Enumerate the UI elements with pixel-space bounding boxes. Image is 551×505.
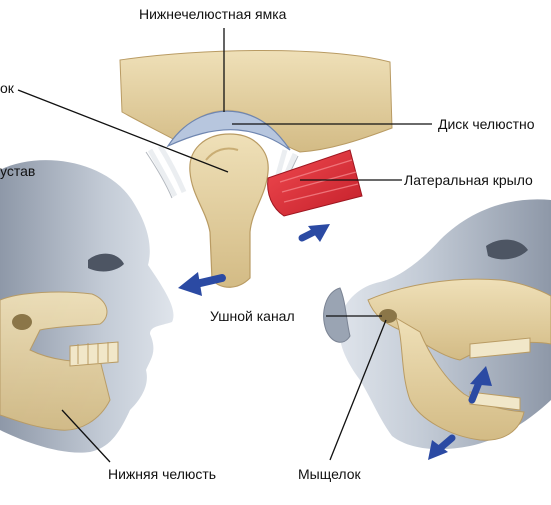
label-lateral: Латеральная крыло <box>404 172 533 188</box>
label-mandible: Нижняя челюсть <box>108 466 217 482</box>
left-head <box>0 160 174 453</box>
label-disc: Диск челюстно <box>438 116 535 132</box>
joint-closeup <box>119 50 393 288</box>
articular-disc <box>166 110 291 151</box>
label-joint-cut: устав <box>0 163 36 179</box>
label-ear-canal: Ушной канал <box>210 308 295 324</box>
label-condyle: Мыщелок <box>298 466 361 482</box>
leader-lines <box>17 28 432 463</box>
label-head-cut: ок <box>0 80 14 96</box>
label-fossa: Нижнечелюстная ямка <box>139 6 287 22</box>
arrow-down-icon <box>428 434 456 460</box>
arrow-up-icon <box>298 224 492 404</box>
right-head <box>323 199 551 450</box>
condyle-shape <box>189 133 269 288</box>
arrow-left-icon <box>178 272 226 296</box>
